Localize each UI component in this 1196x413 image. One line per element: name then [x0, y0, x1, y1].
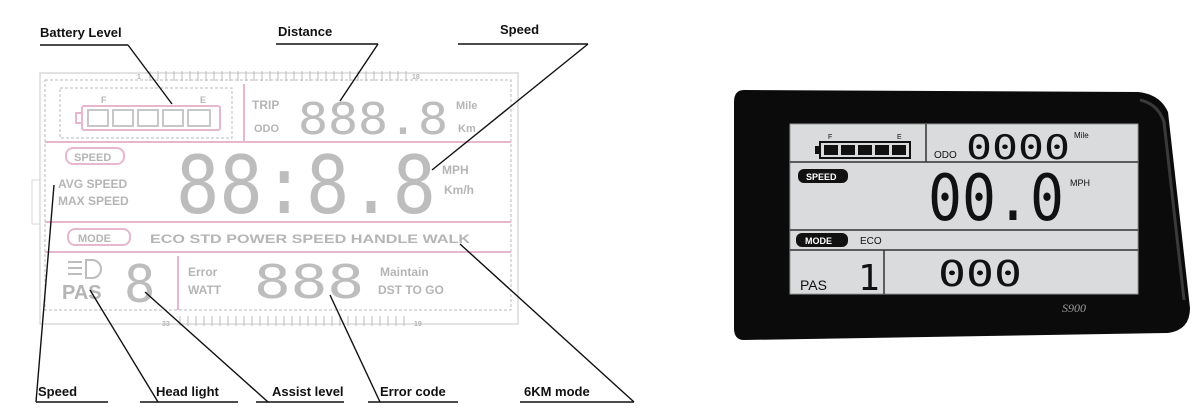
- device-battery-full-label: F: [828, 134, 832, 141]
- pin-33-label: 33: [162, 321, 170, 328]
- watt-label: WATT: [188, 283, 222, 297]
- callout-battery-level: Battery Level: [40, 25, 122, 40]
- avg-speed-label: AVG SPEED: [58, 177, 127, 191]
- bottom-connector-pins: [179, 316, 405, 326]
- battery-cells: [87, 109, 211, 127]
- kmh-label: Km/h: [444, 183, 474, 197]
- device-pas-value: 1: [858, 258, 880, 299]
- trip-label: TRIP: [252, 98, 279, 112]
- callout-error-code: Error code: [380, 384, 446, 399]
- callout-speed-bottom: Speed: [38, 384, 78, 399]
- callout-leaders: [35, 43, 635, 403]
- mode-badge-box: [67, 228, 131, 246]
- pin-1-label: 1: [137, 74, 141, 81]
- speed-digits: 88:8.8: [176, 139, 436, 232]
- device-photo: F E ODO 0000 Mile SPEED 00.0 MPH MODE EC…: [734, 90, 1190, 340]
- pin-18-label: 18: [412, 74, 420, 81]
- dst-to-go-label: DST TO GO: [378, 283, 444, 297]
- error-label: Error: [188, 265, 218, 279]
- top-connector-pins: [149, 71, 407, 81]
- mph-label: MPH: [442, 163, 469, 177]
- pas-label: PAS: [62, 282, 102, 304]
- callout-assist-level: Assist level: [272, 384, 344, 399]
- callout-6km-mode: 6KM mode: [524, 384, 590, 399]
- battery-area: [59, 87, 233, 139]
- callout-distance: Distance: [278, 24, 333, 39]
- callout-head-light: Head light: [156, 384, 219, 399]
- device-battery-empty-label: E: [897, 134, 902, 141]
- schematic-left-tab: [31, 179, 41, 225]
- device-pas-label: PAS: [800, 277, 827, 293]
- error-code-digits: 888: [254, 255, 364, 309]
- device-mile-label: Mile: [1074, 131, 1089, 140]
- speed-badge-label: SPEED: [74, 152, 111, 164]
- callout-speed-top: Speed: [500, 22, 540, 37]
- device-odo-label: ODO: [934, 150, 957, 161]
- distance-digits: 888.8: [298, 94, 448, 145]
- device-speed-value: 00.0: [928, 162, 1064, 236]
- max-speed-label: MAX SPEED: [58, 194, 129, 208]
- mode-options: ECO STD POWER SPEED HANDLE WALK: [150, 232, 470, 246]
- mile-label: Mile: [456, 100, 477, 112]
- odo-label: ODO: [254, 123, 280, 135]
- device-mode-value: ECO: [860, 236, 882, 247]
- device-bezel-highlight: [1139, 98, 1186, 301]
- device-odo-value: 0000: [966, 128, 1070, 168]
- battery-icon-tip: [75, 112, 83, 124]
- device-mode-badge: [796, 233, 848, 247]
- device-model-label: S900: [1062, 301, 1086, 315]
- mode-badge-label: MODE: [78, 233, 111, 245]
- battery-empty-label: E: [200, 95, 206, 105]
- device-mode-badge-label: MODE: [805, 236, 832, 246]
- device-speed-badge-label: SPEED: [806, 172, 837, 182]
- pin-19-label: 19: [414, 321, 422, 328]
- battery-full-label: F: [101, 95, 107, 105]
- maintain-label: Maintain: [380, 265, 429, 279]
- headlight-icon: [68, 259, 102, 279]
- device-speed-badge: [798, 169, 848, 183]
- device-lower-value: 000: [938, 254, 1022, 295]
- assist-level-digit: 8: [124, 255, 155, 315]
- device-battery-cells: [824, 145, 906, 155]
- speed-badge-box: [65, 147, 125, 165]
- lcd-schematic: 1 18 33 19 F E TRIP ODO 888.8 Mile Km SP…: [31, 71, 519, 328]
- schematic-dashed-region: [44, 79, 512, 311]
- device-mph-label: MPH: [1070, 178, 1090, 188]
- km-label: Km: [458, 123, 476, 135]
